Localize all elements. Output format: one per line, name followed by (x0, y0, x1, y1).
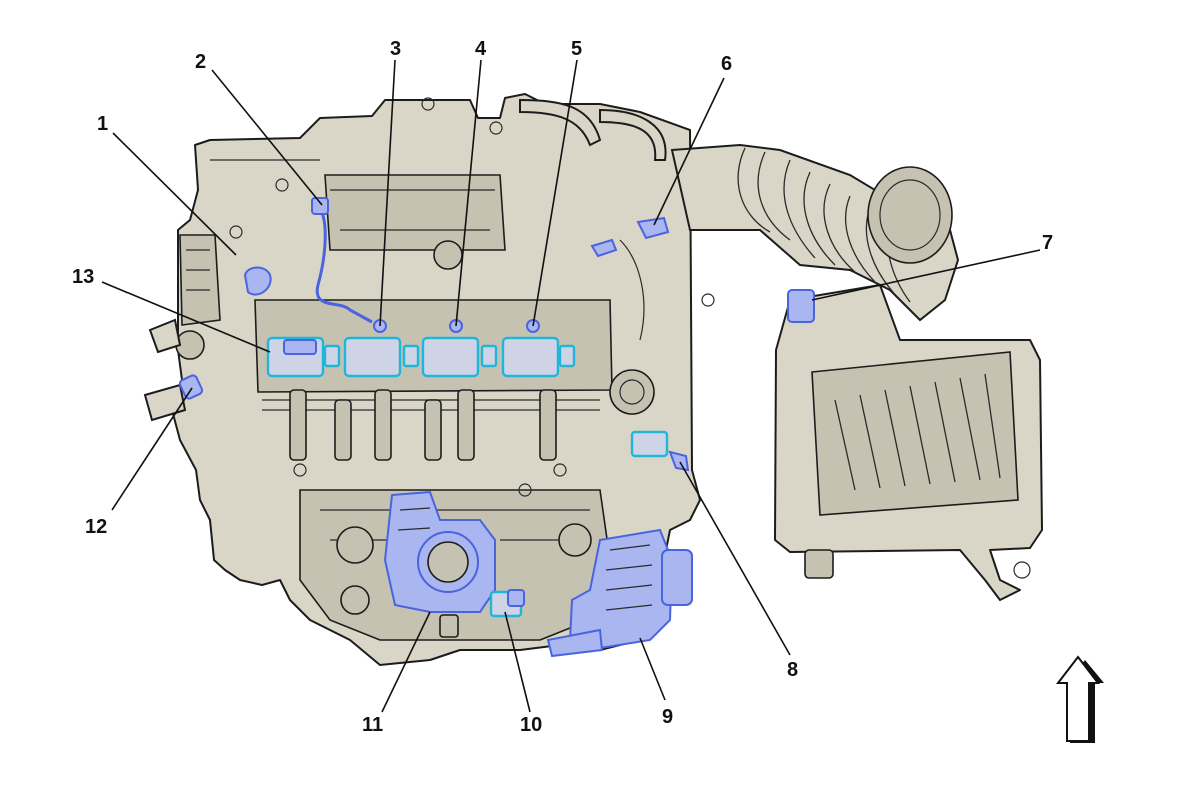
callout-9: 9 (662, 706, 673, 728)
callout-11: 11 (362, 714, 383, 736)
mass-air-flow-sensor-7 (787, 289, 815, 323)
engine-block (143, 93, 715, 666)
callout-12: 12 (85, 516, 107, 538)
leader-lines (101, 59, 1041, 713)
bolt-group (229, 97, 715, 507)
sensor-8 (630, 430, 690, 472)
callout-1: 1 (97, 113, 108, 135)
callout-5: 5 (571, 38, 582, 60)
callout-13: 13 (72, 266, 94, 288)
air-intake-assembly (670, 143, 1043, 601)
up-arrow-icon (1055, 655, 1104, 743)
sensor-6 (590, 216, 670, 258)
callout-7: 7 (1042, 232, 1053, 254)
sensor-wire-2 (311, 197, 373, 324)
callout-3: 3 (390, 38, 401, 60)
callout-labels: 1 2 3 4 5 6 7 8 9 10 11 12 13 (72, 38, 1053, 736)
callout-10: 10 (520, 714, 542, 736)
airbox-ribs (834, 373, 1001, 491)
throttle-body-11 (383, 490, 496, 638)
knock-sensor-13 (243, 266, 272, 296)
callout-4: 4 (475, 38, 487, 60)
ignition-coil-1 (266, 336, 325, 378)
ignition-coil-2 (343, 336, 402, 378)
temperature-sensor-12 (178, 374, 204, 400)
callout-8: 8 (787, 659, 798, 681)
callout-6: 6 (721, 53, 732, 75)
callout-2: 2 (195, 51, 206, 73)
intake-hose-ribs (737, 147, 911, 303)
injector-row (289, 389, 557, 461)
ignition-coil-4 (501, 336, 560, 378)
ignition-coils (266, 319, 576, 378)
ignition-coil-3 (421, 336, 480, 378)
sensor-10 (489, 589, 525, 618)
alternator-9 (546, 528, 693, 658)
